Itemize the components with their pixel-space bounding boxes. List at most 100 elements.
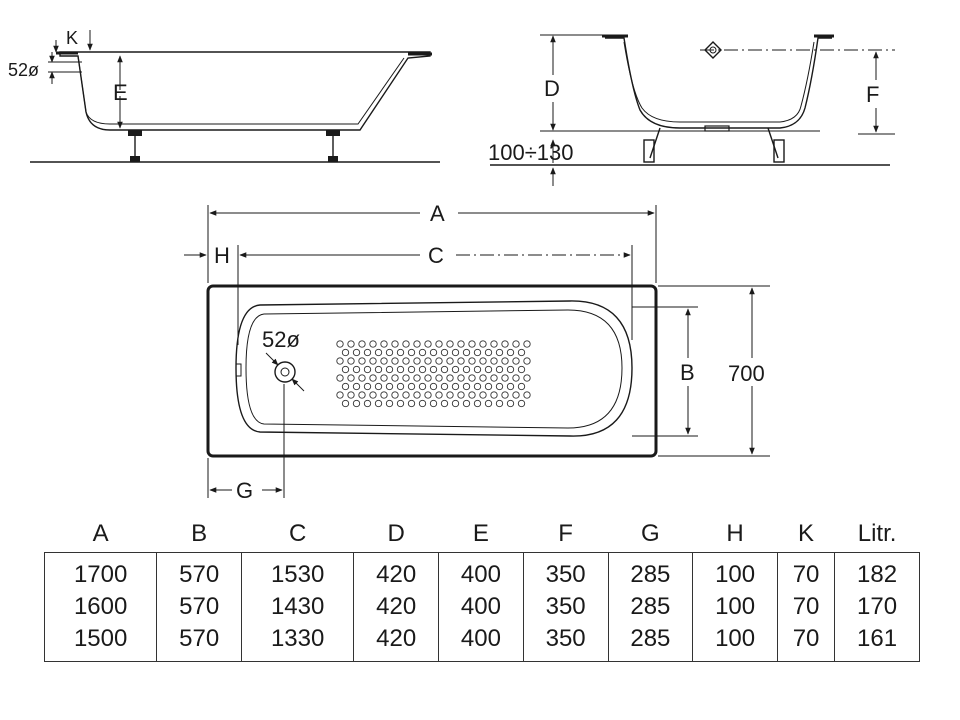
side-leg-right-top <box>326 130 340 136</box>
anti-slip-dot <box>352 382 361 391</box>
anti-slip-dot <box>440 399 449 408</box>
anti-slip-dot <box>341 399 350 408</box>
table-cell: 182 <box>834 552 920 591</box>
anti-slip-dot <box>440 382 449 391</box>
anti-slip-dot <box>495 348 504 357</box>
anti-slip-dot <box>347 374 355 382</box>
anti-slip-dot <box>473 365 482 374</box>
label-c: C <box>428 243 444 268</box>
table-header-c: C <box>288 520 307 547</box>
anti-slip-dot <box>369 357 377 365</box>
anti-slip-dot <box>451 348 460 357</box>
anti-slip-dot <box>501 357 509 365</box>
anti-slip-dot <box>341 348 350 357</box>
label-overflow-diameter: 52ø <box>8 60 39 80</box>
anti-slip-dot <box>391 391 399 399</box>
anti-slip-dot <box>501 391 509 399</box>
anti-slip-dot <box>446 374 454 382</box>
table-cell: 1700 <box>43 552 157 591</box>
side-view: K 52ø E <box>8 28 440 163</box>
anti-slip-dot <box>341 365 350 374</box>
plan-outer-rim <box>206 284 658 458</box>
table-cell: 1600 <box>43 591 157 623</box>
table-row: 1700 570 1530 420 400 350 285 100 70 182 <box>43 552 920 591</box>
dimensions-table: A B C D E F G H K Litr. 1700 570 1530 42… <box>43 516 920 662</box>
anti-slip-dot <box>413 391 421 399</box>
table-header-litres: Litr. <box>857 520 897 547</box>
anti-slip-dot <box>407 382 416 391</box>
anti-slip-dot <box>457 357 465 365</box>
anti-slip-dot <box>523 357 531 365</box>
anti-slip-dot <box>506 365 515 374</box>
plan-view: A C H 52ø B <box>184 201 770 503</box>
table-header-h: H <box>726 520 744 547</box>
anti-slip-dot <box>468 391 476 399</box>
anti-slip-dot <box>407 399 416 408</box>
table-cell: 350 <box>522 552 608 591</box>
table-cell: 570 <box>156 623 242 662</box>
table-cell: 400 <box>438 623 524 662</box>
anti-slip-dot <box>352 348 361 357</box>
anti-slip-dot <box>352 365 361 374</box>
anti-slip-dot <box>407 348 416 357</box>
anti-slip-dot <box>363 365 372 374</box>
anti-slip-dot <box>363 348 372 357</box>
anti-slip-dot <box>479 357 487 365</box>
table-row: 1500 570 1330 420 400 350 285 100 70 161 <box>43 623 920 662</box>
label-a: A <box>430 201 445 226</box>
anti-slip-dot <box>369 391 377 399</box>
plan-inner-bowl-edge <box>245 309 623 429</box>
table-cell: 350 <box>522 591 608 623</box>
anti-slip-dot <box>506 348 515 357</box>
table-header-row: A B C D E F G H K Litr. <box>45 516 920 553</box>
anti-slip-dot <box>369 374 377 382</box>
table-cell: 170 <box>834 591 920 623</box>
anti-slip-dot <box>418 365 427 374</box>
anti-slip-dot <box>484 399 493 408</box>
anti-slip-dot <box>495 365 504 374</box>
anti-slip-dot <box>336 357 344 365</box>
anti-slip-dot <box>424 340 432 348</box>
anti-slip-dot <box>347 357 355 365</box>
anti-slip-dot <box>418 399 427 408</box>
table-cell: 285 <box>607 552 693 591</box>
anti-slip-dot <box>490 391 498 399</box>
anti-slip-dot <box>391 357 399 365</box>
anti-slip-dot <box>418 382 427 391</box>
anti-slip-dot <box>374 365 383 374</box>
table-cell: 100 <box>692 591 778 623</box>
anti-slip-dot <box>352 399 361 408</box>
anti-slip-dot <box>451 399 460 408</box>
anti-slip-dot <box>380 340 388 348</box>
anti-slip-dot <box>479 374 487 382</box>
anti-slip-dot <box>358 357 366 365</box>
anti-slip-dot <box>347 340 355 348</box>
anti-slip-dot <box>413 374 421 382</box>
table-cell: 570 <box>156 591 242 623</box>
anti-slip-dot <box>341 382 350 391</box>
anti-slip-dot <box>396 365 405 374</box>
anti-slip-dot <box>402 374 410 382</box>
label-b: B <box>680 360 695 385</box>
anti-slip-dot <box>396 382 405 391</box>
anti-slip-dot <box>402 391 410 399</box>
table-header-a: A <box>92 520 109 547</box>
table-cell: 285 <box>607 623 693 662</box>
table-cell: 285 <box>607 591 693 623</box>
anti-slip-dot <box>374 348 383 357</box>
anti-slip-dot <box>479 391 487 399</box>
anti-slip-dot <box>391 340 399 348</box>
anti-slip-dot <box>347 391 355 399</box>
anti-slip-dot <box>429 365 438 374</box>
table-cell: 420 <box>353 623 439 662</box>
anti-slip-dot <box>501 340 509 348</box>
table-cell: 1330 <box>241 623 354 662</box>
anti-slip-dot <box>468 340 476 348</box>
table-row: 1600 570 1430 420 400 350 285 100 70 170 <box>43 591 920 623</box>
anti-slip-dot <box>457 340 465 348</box>
table-cell: 100 <box>692 623 778 662</box>
anti-slip-dot <box>523 391 531 399</box>
table-cell: 70 <box>776 552 835 591</box>
label-e: E <box>113 80 128 105</box>
table-cell: 70 <box>776 623 835 662</box>
